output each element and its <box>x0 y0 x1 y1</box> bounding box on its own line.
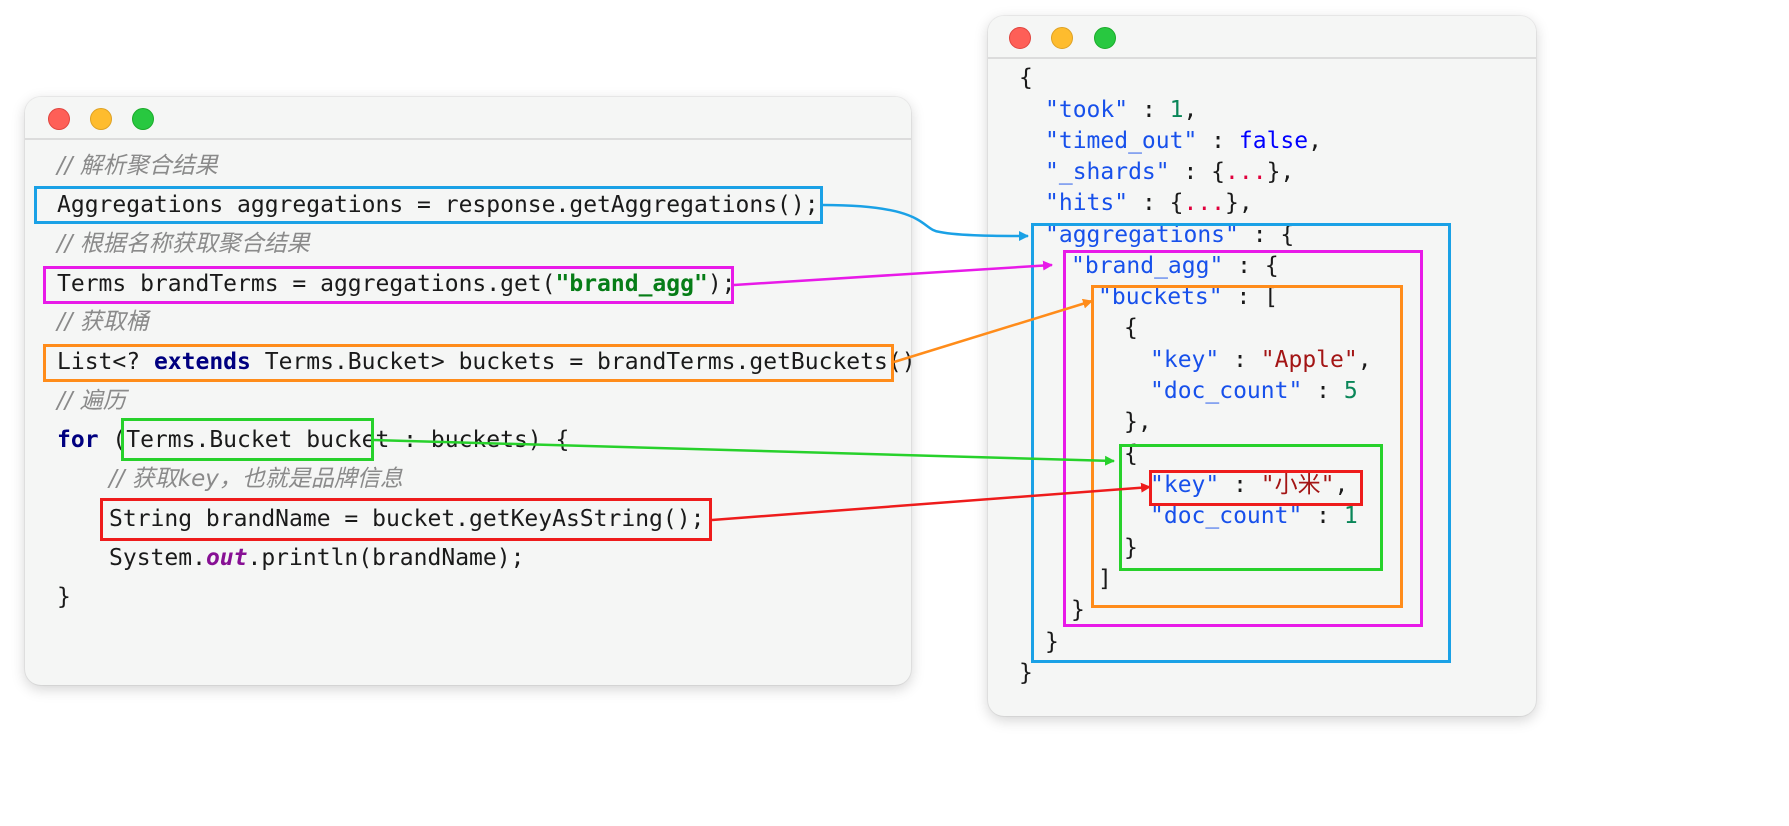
maximize-dot-icon[interactable] <box>132 108 154 130</box>
highlight-box-orange-buckets <box>43 344 894 382</box>
minimize-dot-icon[interactable] <box>1051 27 1073 49</box>
comment-get-key: // 获取key，也就是品牌信息 <box>109 466 403 492</box>
code-line-brandname: String brandName = bucket.getKeyAsString… <box>109 506 705 532</box>
code-println-prefix: System. <box>109 545 206 571</box>
json-took-key: "took" <box>1045 97 1129 123</box>
code-println-field: out <box>205 545 248 571</box>
code-line-list: List<? extends Terms.Bucket> buckets = b… <box>57 347 911 377</box>
json-bucket2-open: { <box>1124 441 1138 467</box>
json-hits-key: "hits" <box>1045 190 1129 216</box>
json-timed-out-value: false <box>1238 128 1309 154</box>
code-line-println: System.out.println(brandName); <box>109 543 524 573</box>
json-shards: "_shards" : {...}, <box>1045 159 1295 185</box>
code-for-keyword: for <box>57 427 99 453</box>
highlight-box-red-key-json <box>1149 470 1363 506</box>
json-close-brace: } <box>1019 660 1033 686</box>
code-terms-prefix: Terms brandTerms = aggregations.get( <box>57 271 556 297</box>
java-code-window: // 解析聚合结果 Aggregations aggregations = re… <box>25 97 911 685</box>
json-brand-agg: "brand_agg" : { <box>1071 253 1279 279</box>
comment-get-by-name: // 根据名称获取聚合结果 <box>57 231 310 257</box>
minimize-dot-icon[interactable] <box>90 108 112 130</box>
json-timed-out-key: "timed_out" <box>1045 128 1198 154</box>
json-took-value: 1 <box>1169 97 1184 123</box>
json-buckets-key: "buckets" <box>1098 284 1223 310</box>
comment-iterate: // 遍历 <box>57 388 126 414</box>
code-terms-suffix: ); <box>707 271 736 297</box>
java-window-titlebar <box>25 97 911 140</box>
json-window-titlebar <box>988 16 1536 59</box>
code-line-aggregations: Aggregations aggregations = response.get… <box>57 192 819 218</box>
json-aggregations: "aggregations" : { <box>1045 222 1295 248</box>
json-bucket2-close: } <box>1124 535 1138 561</box>
json-bucket2-key-value: "小米" <box>1260 472 1335 498</box>
json-bucket2-doc-count-label: "doc_count" <box>1150 503 1303 529</box>
json-response-window: { "took" : 1, "timed_out" : false, "_sha… <box>988 16 1536 716</box>
json-aggregations-close: } <box>1045 629 1059 655</box>
json-timed-out: "timed_out" : false, <box>1045 128 1322 154</box>
close-dot-icon[interactable] <box>1009 27 1031 49</box>
json-hits-ellipsis: ... <box>1183 190 1226 216</box>
comment-buckets: // 获取桶 <box>57 309 149 335</box>
json-bucket1-key: "key" : "Apple", <box>1150 347 1372 373</box>
json-hits: "hits" : {...}, <box>1045 190 1253 216</box>
json-aggregations-key: "aggregations" <box>1045 222 1239 248</box>
code-line-close: } <box>57 584 71 610</box>
highlight-box-magenta-brand-agg-json <box>1063 250 1423 627</box>
highlight-box-magenta-terms <box>43 266 734 304</box>
maximize-dot-icon[interactable] <box>1094 27 1116 49</box>
json-shards-ellipsis: ... <box>1225 159 1267 185</box>
json-shards-key: "_shards" <box>1045 159 1170 185</box>
highlight-box-green-bucket-var <box>121 418 374 461</box>
highlight-box-green-bucket-json <box>1119 444 1383 571</box>
json-bucket1-open: { <box>1124 315 1138 341</box>
highlight-box-red-brandname <box>100 498 712 541</box>
json-took: "took" : 1, <box>1045 97 1198 123</box>
code-for-rest: (Terms.Bucket bucket : buckets) { <box>98 427 570 453</box>
json-buckets: "buckets" : [ <box>1098 284 1279 310</box>
code-line-terms: Terms brandTerms = aggregations.get("bra… <box>57 269 736 299</box>
json-bucket2-key: "key" : "小米", <box>1150 472 1349 498</box>
code-println-suffix: .println(brandName); <box>247 545 525 571</box>
json-bucket1-key-value: "Apple" <box>1260 347 1358 373</box>
json-bucket1-close: }, <box>1124 409 1152 435</box>
highlight-box-blue-aggregations <box>34 186 823 224</box>
code-terms-string: "brand_agg" <box>555 271 708 297</box>
json-bucket2-doc-count-value: 1 <box>1343 503 1358 529</box>
close-dot-icon[interactable] <box>48 108 70 130</box>
json-bucket1-doc-count: "doc_count" : 5 <box>1150 378 1358 404</box>
json-brand-agg-close: } <box>1071 597 1085 623</box>
code-list-keyword: extends <box>153 349 251 375</box>
code-line-for: for (Terms.Bucket bucket : buckets) { <box>57 425 569 455</box>
comment-parse: // 解析聚合结果 <box>57 153 218 179</box>
json-buckets-close: ] <box>1098 566 1112 592</box>
json-open-brace: { <box>1019 65 1033 91</box>
json-brand-agg-key: "brand_agg" <box>1071 253 1224 279</box>
json-bucket2-key-label: "key" <box>1150 472 1220 498</box>
json-bucket2-doc-count: "doc_count" : 1 <box>1150 503 1358 529</box>
code-list-prefix: List<? <box>57 349 154 375</box>
json-bucket1-doc-count-value: 5 <box>1343 378 1358 404</box>
code-list-suffix: Terms.Bucket> buckets = brandTerms.getBu… <box>250 349 911 375</box>
json-bucket1-doc-count-label: "doc_count" <box>1150 378 1303 404</box>
json-bucket1-key-label: "key" <box>1150 347 1220 373</box>
